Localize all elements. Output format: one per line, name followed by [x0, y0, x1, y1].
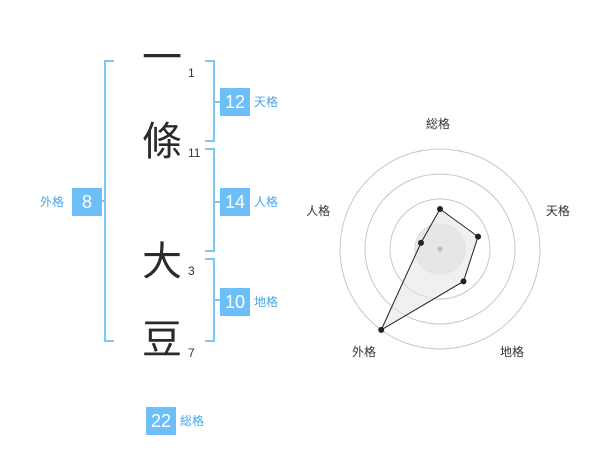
radar-axis-label-4: 外格 [351, 344, 376, 359]
tenkaku-score-badge: 12 [220, 88, 250, 116]
chikaku-score-badge: 10 [220, 288, 250, 316]
tenkaku-label: 天格 [254, 95, 279, 109]
radar-ring-3 [364, 173, 516, 325]
soukaku-label: 総格 [180, 414, 205, 428]
radar-center-dot [437, 246, 443, 252]
jinkaku-label: 人格 [254, 195, 279, 209]
stroke-count-1: 1 [188, 66, 195, 80]
fortune-radar-chart: 総格天格地格 外格 人格 [300, 0, 600, 470]
radar-point-5 [417, 239, 424, 246]
radar-point-4 [378, 326, 385, 333]
name-char-2: 條 [142, 119, 182, 165]
radar-ring-4 [339, 148, 541, 350]
radar-axis-label-5: 人格 [306, 204, 331, 219]
name-diagram: 一 1 條 11 大 3 豆 7 12 天格 14 人格 10 地格 外格 8 … [0, 0, 300, 470]
soukaku-score-badge: 22 [146, 407, 176, 435]
chikaku-bracket-tick [214, 299, 220, 301]
chikaku-label: 地格 [254, 295, 279, 309]
jinkaku-bracket-tick [214, 201, 220, 203]
gaikaku-score-badge: 8 [72, 188, 102, 216]
radar-ring-2 [389, 198, 491, 300]
radar-series-polygon [380, 208, 479, 332]
radar-axis-label-1: 総格 [426, 117, 451, 131]
gaikaku-bracket-tick [100, 200, 106, 202]
tenkaku-bracket-tick [214, 101, 220, 103]
radar-point-1 [437, 206, 443, 212]
radar-svg [339, 148, 541, 350]
radar-axis-label-2: 天格 [545, 204, 570, 219]
name-char-1: 一 [142, 35, 182, 81]
radar-point-2 [475, 233, 482, 240]
jinkaku-score-badge: 14 [220, 188, 250, 216]
name-char-4: 豆 [142, 317, 182, 363]
stroke-count-3: 3 [188, 264, 195, 278]
stroke-count-2: 11 [188, 146, 201, 160]
jinkaku-bracket [205, 148, 215, 252]
stroke-count-4: 7 [188, 346, 195, 360]
gaikaku-label: 外格 [40, 195, 65, 209]
radar-point-3 [460, 278, 467, 285]
radar-axis-label-3: 地格 [500, 344, 525, 359]
name-char-3: 大 [142, 239, 182, 285]
